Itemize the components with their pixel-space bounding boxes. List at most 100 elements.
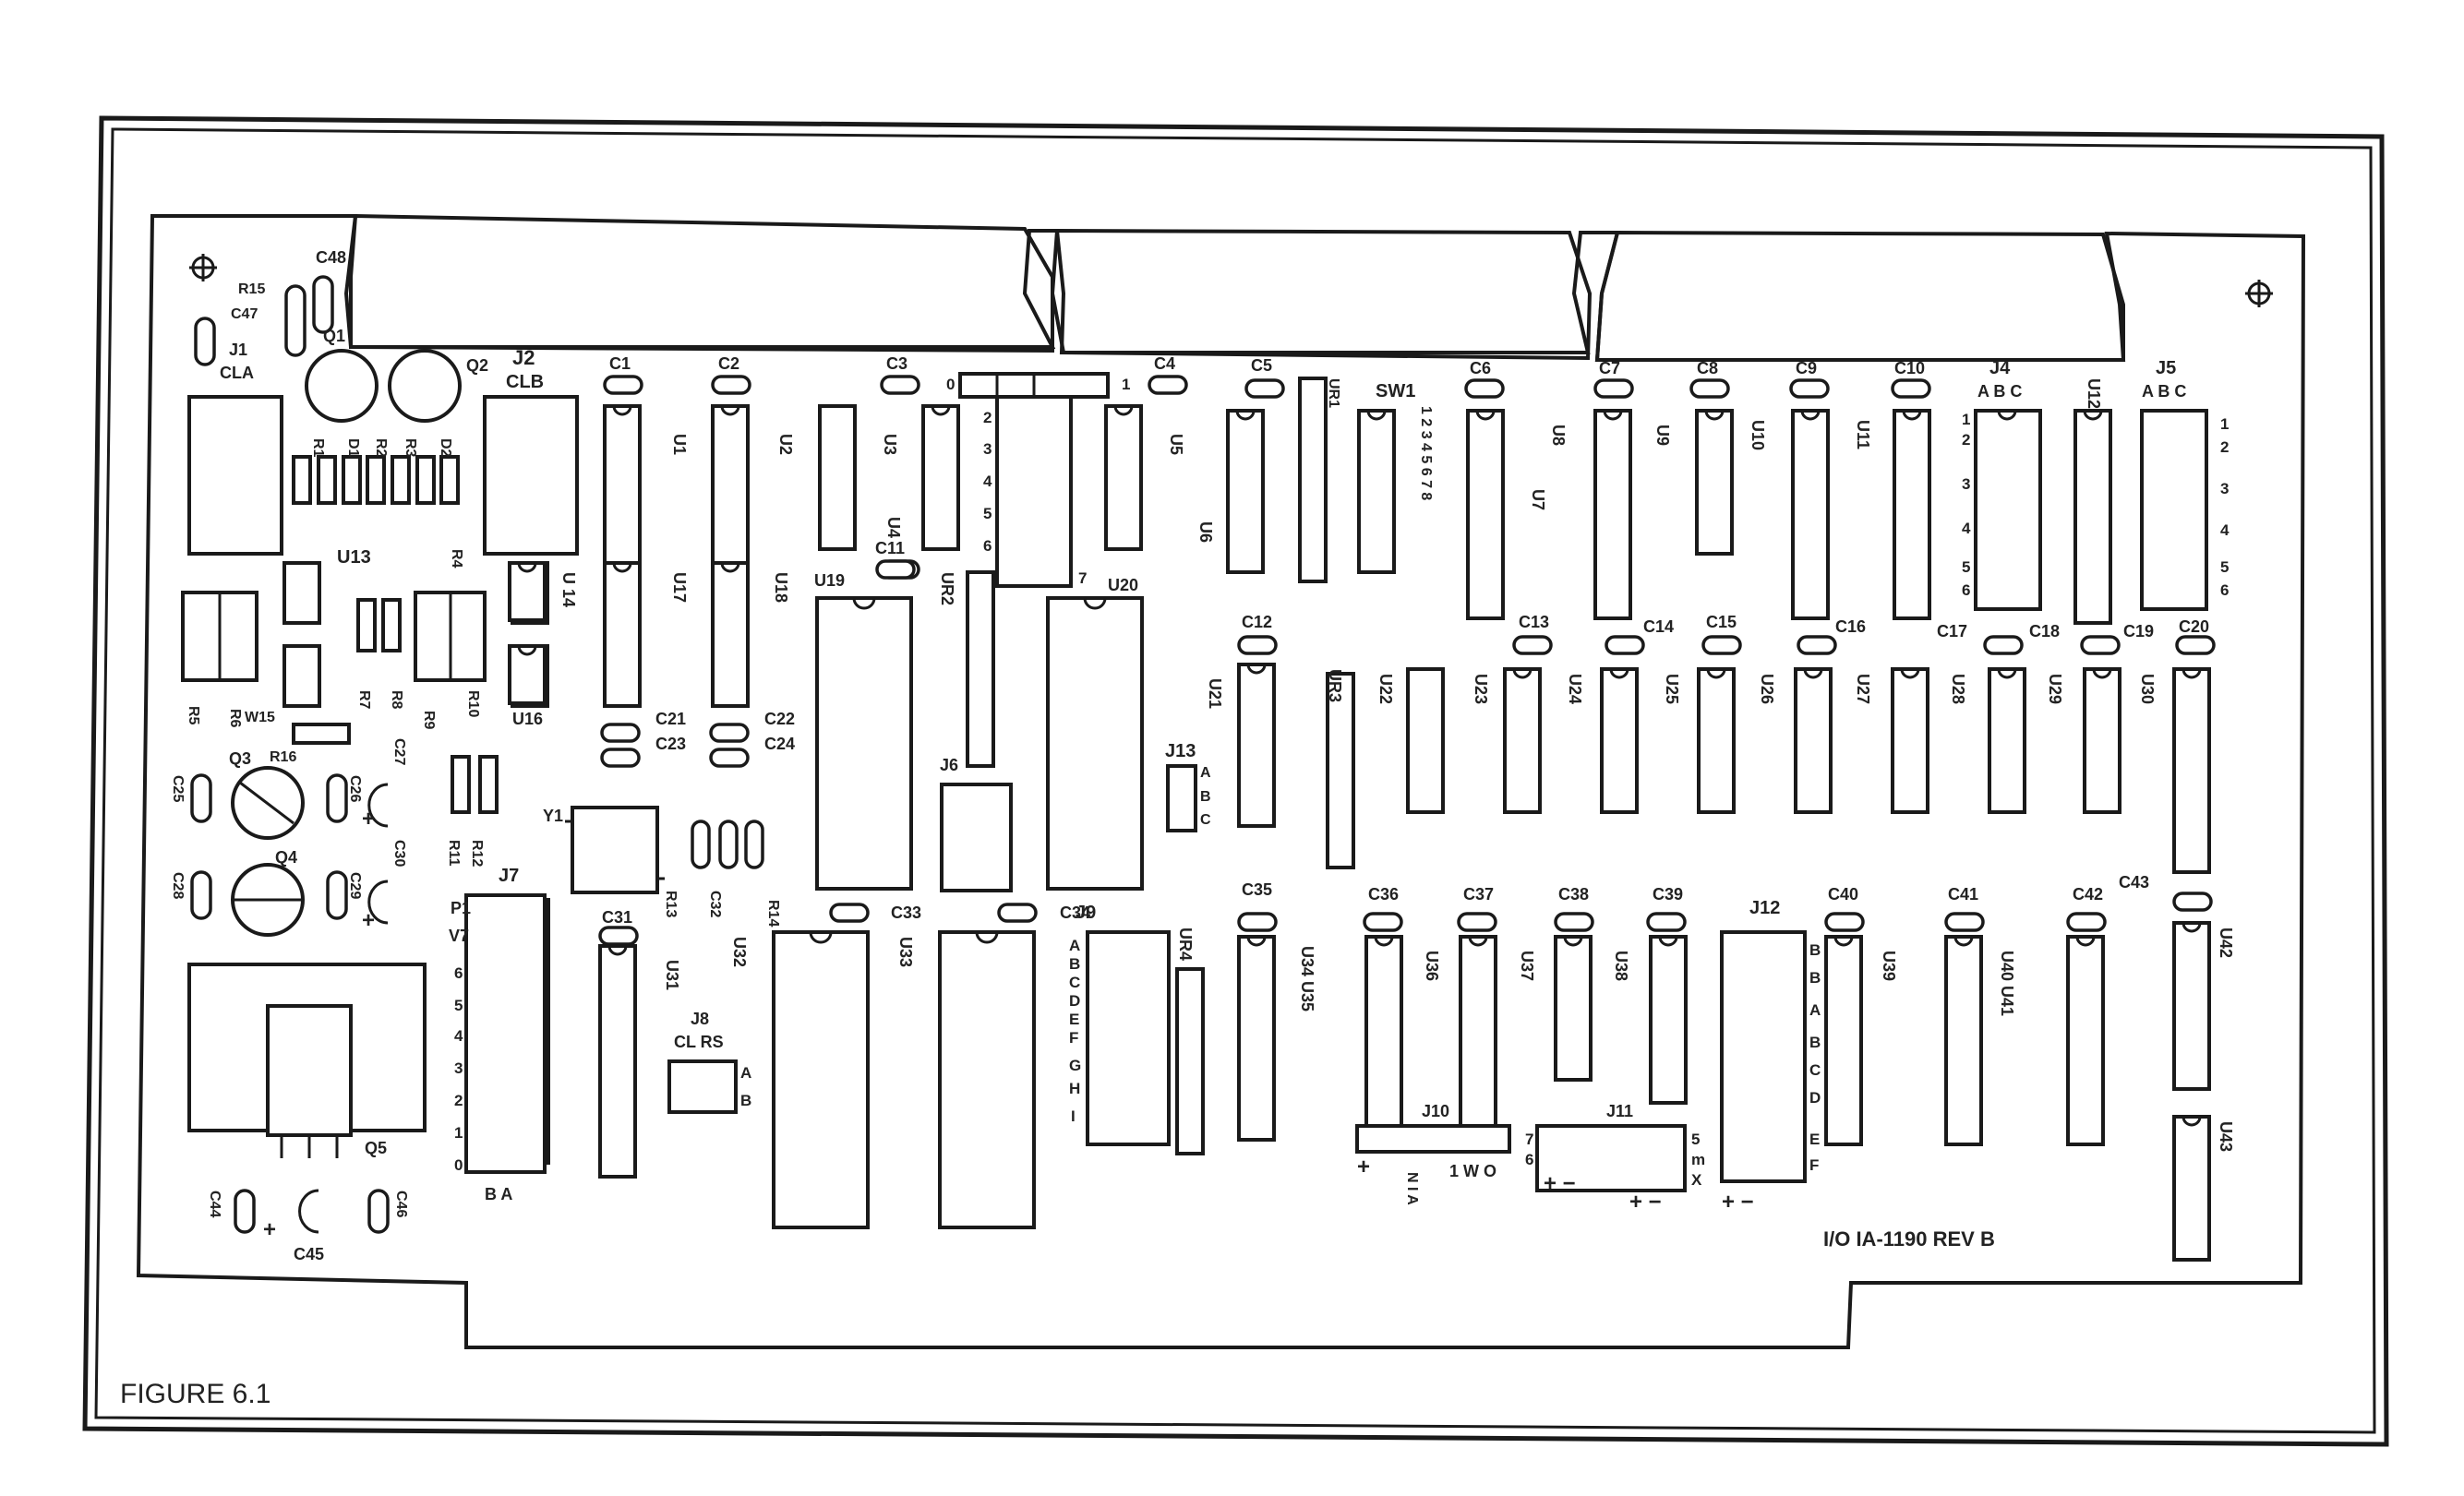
label-u39: U39 — [1880, 951, 1898, 981]
j7-row-numbers: 6 5 4 3 2 1 0 — [454, 964, 463, 1174]
label-r15: R15 — [238, 281, 265, 297]
label-r1: R1 — [310, 438, 326, 458]
label-j5-cols: A B C — [2142, 382, 2186, 401]
u4-pin: 4 — [983, 473, 992, 490]
label-u37: U37 — [1518, 951, 1536, 981]
label-j8: J8 — [691, 1010, 709, 1028]
label-ur1: UR1 — [1326, 378, 1341, 408]
label-c15: C15 — [1706, 613, 1737, 631]
label-r12: R12 — [469, 840, 485, 867]
j4-row: 3 — [1962, 475, 1970, 493]
label-u21: U21 — [1206, 678, 1224, 709]
label-c35: C35 — [1242, 880, 1272, 899]
polarity-j10: + — [1357, 1155, 1370, 1179]
label-j11: J11 — [1606, 1102, 1633, 1120]
label-u8: U8 — [1549, 425, 1568, 446]
label-u14: U 14 — [559, 572, 578, 607]
j5-row: 4 — [2220, 521, 2230, 539]
j11-right: m — [1691, 1151, 1705, 1168]
label-c22: C22 — [764, 710, 795, 728]
label-c27: C27 — [391, 738, 407, 765]
label-c26: C26 — [347, 775, 363, 802]
label-c40: C40 — [1828, 885, 1858, 904]
mounting-hole-left — [189, 254, 217, 281]
label-q4: Q4 — [275, 848, 297, 867]
j9-letter: H — [1069, 1080, 1080, 1097]
j12-letter: F — [1809, 1156, 1819, 1174]
label-q3: Q3 — [229, 749, 251, 768]
label-r3: R3 — [403, 438, 418, 458]
j12-letter: B — [1809, 1034, 1821, 1051]
label-u33: U33 — [896, 937, 915, 967]
j12-letter: B — [1809, 941, 1821, 959]
label-u31: U31 — [663, 960, 681, 990]
u4-pin: 2 — [983, 409, 992, 426]
label-d1: D1 — [345, 438, 361, 458]
label-ur2: UR2 — [938, 572, 956, 605]
label-w15: W15 — [245, 710, 275, 725]
label-c46: C46 — [393, 1191, 409, 1217]
component-labels: J2 CLB J1 CLA J4 A B C J5 A B C J6 J7 P1… — [170, 248, 2235, 1263]
label-c6: C6 — [1470, 359, 1491, 377]
j4-row: 4 — [1962, 520, 1971, 537]
label-j8-sub: CL RS — [674, 1033, 724, 1051]
j5-row-numbers: 1 2 3 4 5 6 — [2220, 415, 2230, 599]
label-u10: U10 — [1749, 420, 1767, 450]
j5-row: 5 — [2220, 558, 2229, 576]
label-u22: U22 — [1376, 674, 1395, 704]
polarity-c45: + — [263, 1217, 276, 1242]
j9-letter: B — [1069, 955, 1080, 973]
polarity-c30: + — [362, 908, 375, 933]
label-c44: C44 — [207, 1191, 222, 1217]
label-r8: R8 — [389, 690, 404, 710]
j12-letter: C — [1809, 1061, 1821, 1079]
label-u1: U1 — [670, 434, 689, 455]
j9-letter: G — [1069, 1057, 1081, 1074]
label-r11: R11 — [446, 840, 462, 867]
power-section — [181, 275, 665, 1234]
u4-pin: 1 — [1122, 376, 1130, 393]
label-c9: C9 — [1796, 359, 1817, 377]
label-j7-v7: V7 — [449, 927, 469, 945]
label-r7: R7 — [356, 690, 372, 710]
label-c7: C7 — [1599, 359, 1620, 377]
label-c3: C3 — [886, 354, 907, 373]
label-c2: C2 — [718, 354, 739, 373]
label-u12: U12 — [2085, 378, 2103, 409]
label-c48: C48 — [316, 248, 346, 267]
j11-left: 7 — [1525, 1131, 1533, 1148]
label-c18: C18 — [2029, 622, 2060, 640]
j4-row: 5 — [1962, 558, 1970, 576]
label-sw1: SW1 — [1376, 381, 1415, 401]
label-u25: U25 — [1663, 674, 1681, 704]
j7-row: 0 — [454, 1156, 463, 1174]
label-c33: C33 — [891, 904, 921, 922]
j12-letter: A — [1809, 1001, 1821, 1019]
label-j4: J4 — [1989, 358, 2011, 378]
j12-letter: B — [1809, 969, 1821, 987]
label-u18: U18 — [772, 572, 790, 603]
label-u6: U6 — [1196, 521, 1215, 543]
u4-pin: 0 — [946, 376, 955, 393]
label-c47: C47 — [231, 306, 258, 322]
label-j5: J5 — [2156, 358, 2176, 378]
label-c31: C31 — [602, 908, 632, 927]
polarity-j12: + − — [1722, 1190, 1754, 1215]
label-y1: Y1 — [543, 807, 563, 825]
label-j10-legend: 1 W O — [1449, 1162, 1496, 1180]
u4-pin: 3 — [983, 440, 992, 458]
label-j9: J9 — [1076, 903, 1096, 923]
label-c12: C12 — [1242, 613, 1272, 631]
label-u36: U36 — [1423, 951, 1441, 981]
j9-letter: F — [1069, 1029, 1078, 1047]
label-u26: U26 — [1758, 674, 1776, 704]
label-r4: R4 — [449, 549, 464, 568]
j13-letter: B — [1200, 789, 1211, 805]
label-u7: U7 — [1529, 489, 1547, 510]
label-u3: U3 — [881, 434, 899, 455]
polarity-j11-a: + − — [1544, 1171, 1576, 1196]
j9-pin-letters: A B C D E F G H I — [1069, 937, 1081, 1125]
j4-row-numbers: 1 2 3 4 5 6 — [1962, 411, 1971, 599]
label-j7-p1: P1 — [451, 899, 471, 917]
j7-row: 4 — [454, 1027, 463, 1045]
